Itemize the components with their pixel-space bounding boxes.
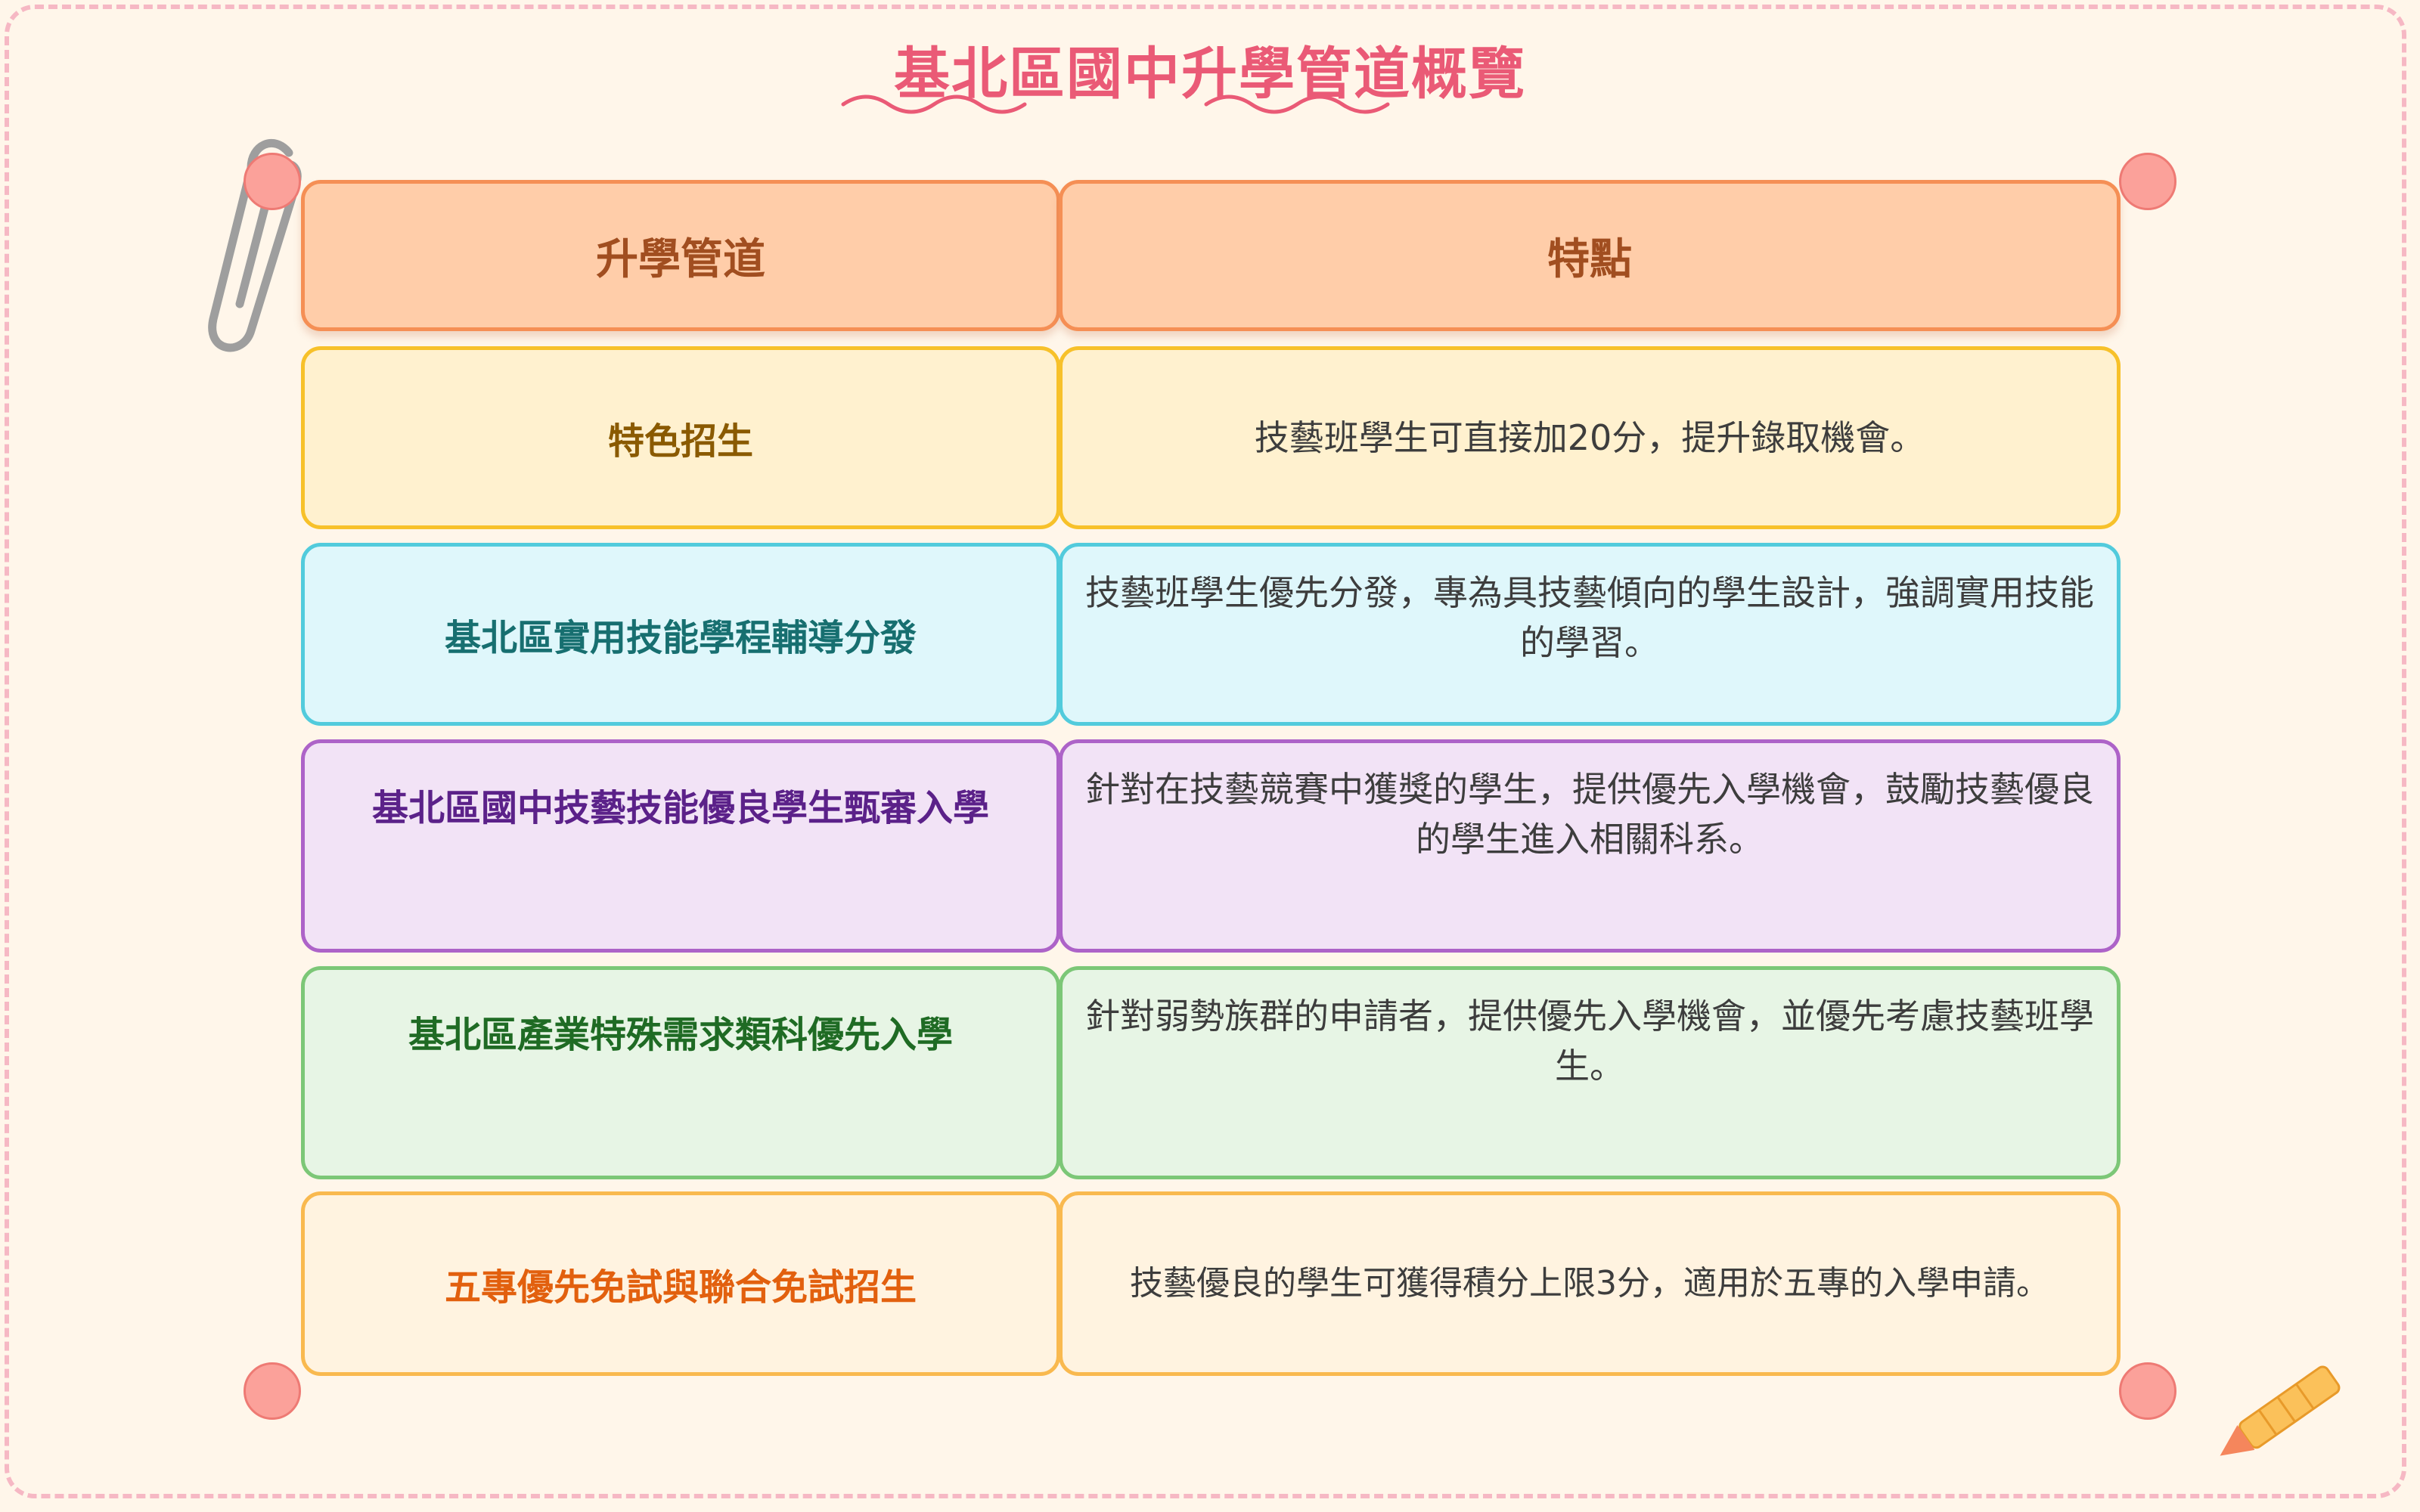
- pin-bottom-right: [2119, 1362, 2176, 1420]
- channel-cell-5: 五專優先免試與聯合免試招生: [301, 1191, 1060, 1376]
- channel-name: 基北區產業特殊需求類科優先入學: [408, 1014, 953, 1056]
- feature-cell-5: 技藝優良的學生可獲得積分上限3分，適用於五專的入學申請。: [1059, 1191, 2121, 1376]
- channel-name: 基北區實用技能學程輔導分發: [444, 617, 917, 659]
- pencil-icon: [2220, 1365, 2341, 1456]
- feature-cell-2: 技藝班學生優先分發，專為具技藝傾向的學生設計，強調實用技能的學習。: [1059, 543, 2121, 726]
- page-title: 基北區國中升學管道概覽: [894, 42, 1526, 107]
- page-frame: [5, 5, 2406, 1498]
- channel-name: 五專優先免試與聯合免試招生: [444, 1266, 917, 1309]
- channel-name: 特色招生: [607, 420, 753, 463]
- channel-cell-4: 基北區產業特殊需求類科優先入學: [301, 966, 1060, 1179]
- title-underline-right: [1204, 94, 1390, 114]
- header-channel-label: 升學管道: [596, 234, 765, 284]
- channel-cell-1: 特色招生: [301, 346, 1060, 529]
- header-channel: 升學管道: [301, 180, 1060, 331]
- pin-top-left: [244, 153, 301, 210]
- channel-cell-3: 基北區國中技藝技能優良學生甄審入學: [301, 739, 1060, 953]
- feature-cell-1: 技藝班學生可直接加20分，提升錄取機會。: [1059, 346, 2121, 529]
- feature-text: 針對弱勢族群的申請者，提供優先入學機會，並優先考慮技藝班學生。: [1085, 996, 2094, 1086]
- feature-text: 技藝優良的學生可獲得積分上限3分，適用於五專的入學申請。: [1130, 1264, 2049, 1303]
- feature-cell-4: 針對弱勢族群的申請者，提供優先入學機會，並優先考慮技藝班學生。: [1059, 966, 2121, 1179]
- feature-text: 技藝班學生可直接加20分，提升錄取機會。: [1254, 417, 1925, 458]
- pin-bottom-left: [244, 1362, 301, 1420]
- feature-text: 技藝班學生優先分發，專為具技藝傾向的學生設計，強調實用技能的學習。: [1085, 572, 2094, 663]
- channel-cell-2: 基北區實用技能學程輔導分發: [301, 543, 1060, 726]
- title-underline-left: [841, 94, 1027, 114]
- header-feature-label: 特點: [1547, 234, 1632, 284]
- pin-top-right: [2119, 153, 2176, 210]
- feature-text: 針對在技藝競賽中獲獎的學生，提供優先入學機會，鼓勵技藝優良的學生進入相關科系。: [1085, 769, 2094, 860]
- header-feature: 特點: [1059, 180, 2121, 331]
- feature-cell-3: 針對在技藝競賽中獲獎的學生，提供優先入學機會，鼓勵技藝優良的學生進入相關科系。: [1059, 739, 2121, 953]
- channel-name: 基北區國中技藝技能優良學生甄審入學: [371, 787, 989, 829]
